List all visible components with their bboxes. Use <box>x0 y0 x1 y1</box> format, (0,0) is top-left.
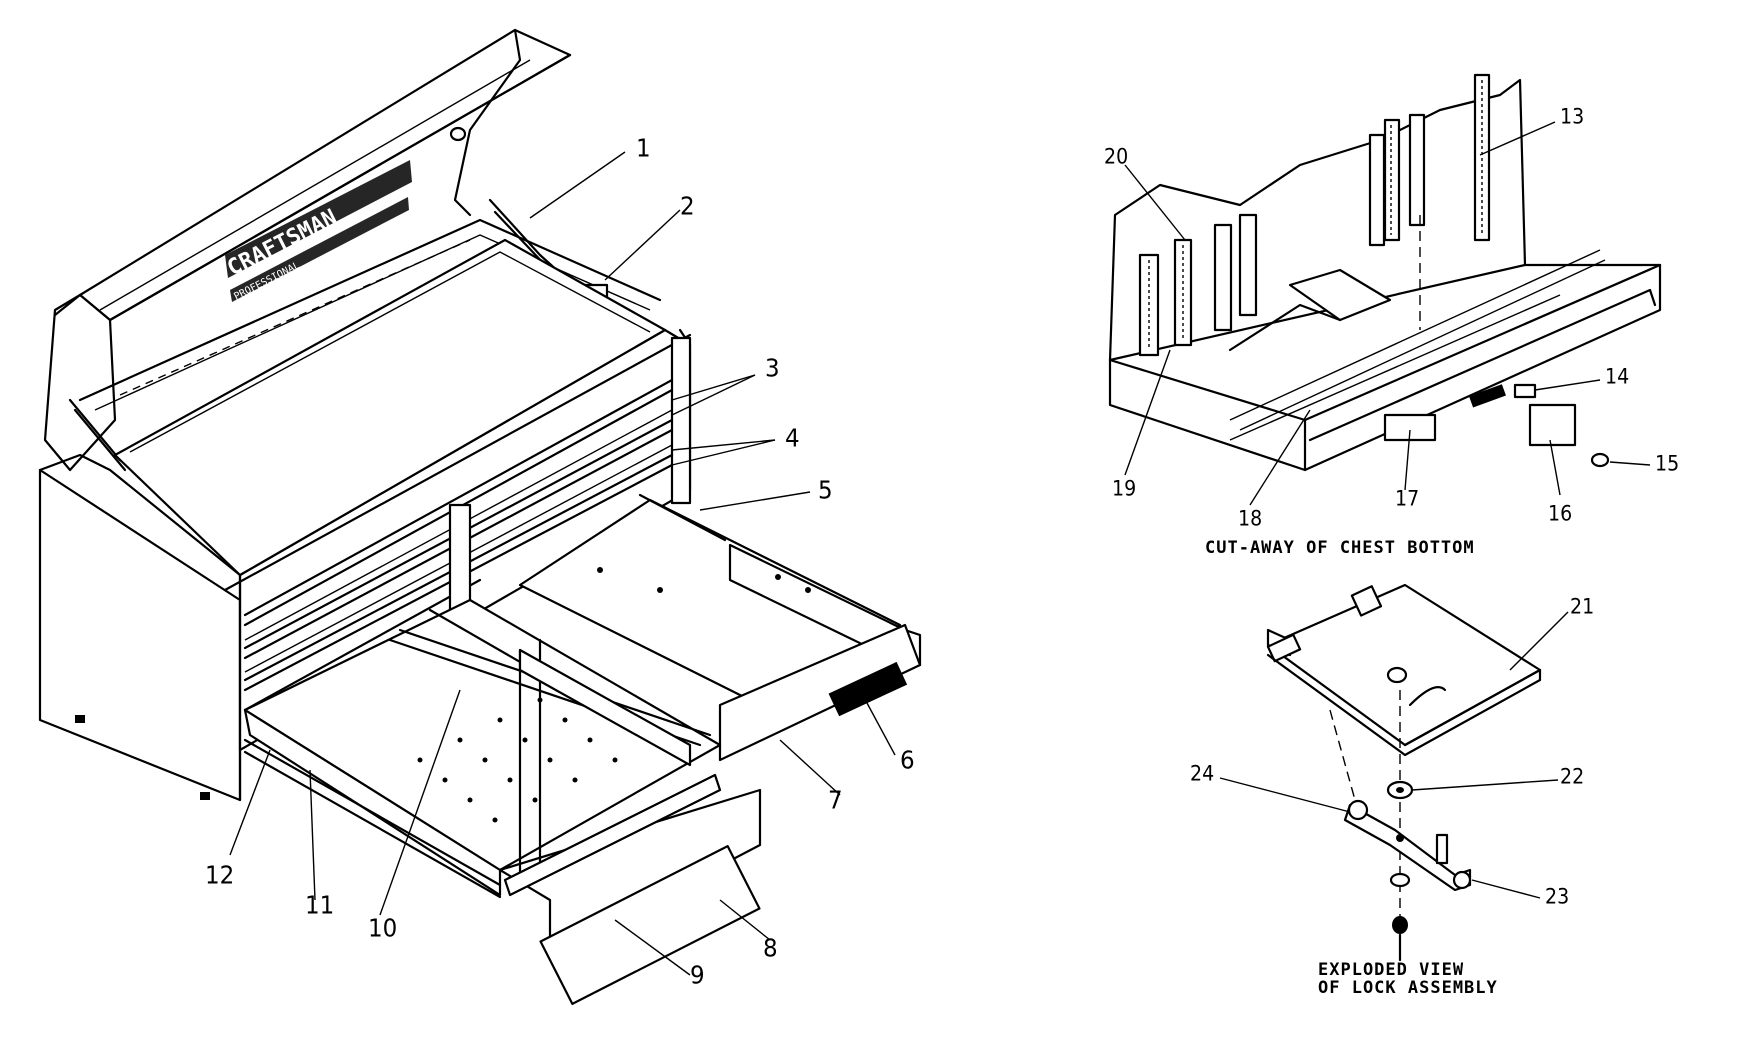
chest-bottom-cutaway <box>1108 73 1662 506</box>
callout-5: 5 <box>818 476 833 506</box>
lid-hinge <box>119 239 471 396</box>
caption-lock-assembly: EXPLODED VIEW OF LOCK ASSEMBLY <box>1318 960 1498 998</box>
chest-body <box>38 238 692 802</box>
callout-4: 4 <box>785 424 800 454</box>
callout-12: 12 <box>205 861 235 891</box>
caption-lock-line1: EXPLODED VIEW <box>1318 960 1465 980</box>
callout-22: 22 <box>1560 764 1585 790</box>
callout-9: 9 <box>690 961 705 991</box>
callout-2: 2 <box>680 192 695 222</box>
lock-assembly-exploded <box>1219 583 1569 962</box>
callout-19: 19 <box>1112 476 1137 502</box>
callout-leaders-left <box>229 151 896 976</box>
callout-18: 18 <box>1238 506 1263 532</box>
callout-10: 10 <box>368 914 398 944</box>
callout-20: 20 <box>1104 144 1129 170</box>
callout-23: 23 <box>1545 884 1570 910</box>
tool-chest: CRAFTSMAN PROFESSIONAL <box>38 28 922 1005</box>
chest-lid: CRAFTSMAN PROFESSIONAL <box>43 28 662 472</box>
drawer-holes <box>417 697 618 823</box>
slide-rails <box>1138 73 1491 357</box>
open-drawer-lower <box>243 598 762 1005</box>
callout-17: 17 <box>1395 486 1420 512</box>
callout-leaders-lock <box>1219 611 1569 899</box>
callout-24: 24 <box>1190 761 1215 787</box>
open-drawer-upper <box>518 493 922 762</box>
callout-15: 15 <box>1655 451 1680 477</box>
callout-21: 21 <box>1570 594 1595 620</box>
callout-8: 8 <box>763 934 778 964</box>
callout-leaders-cutaway <box>1124 121 1651 506</box>
caption-lock-line2: OF LOCK ASSEMBLY <box>1318 977 1498 998</box>
caption-chest-bottom: CUT-AWAY OF CHEST BOTTOM <box>1205 538 1475 558</box>
callout-7: 7 <box>828 786 843 816</box>
callout-14: 14 <box>1605 364 1630 390</box>
callout-6: 6 <box>900 746 915 776</box>
callout-13: 13 <box>1560 104 1585 130</box>
callout-1: 1 <box>636 134 651 164</box>
callout-3: 3 <box>765 354 780 384</box>
callout-16: 16 <box>1548 501 1573 527</box>
callout-11: 11 <box>305 891 335 921</box>
